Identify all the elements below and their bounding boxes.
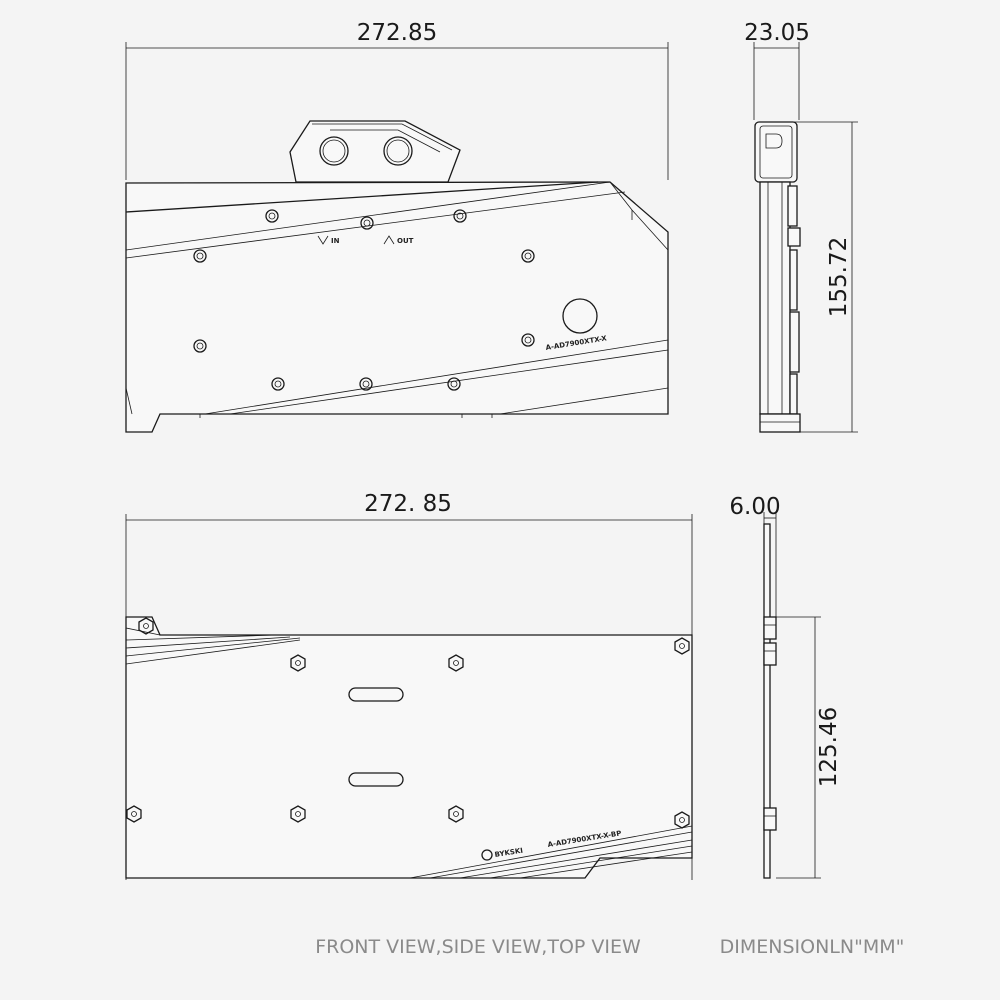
back-height-dimension: 125.46 xyxy=(776,616,842,879)
back-width-dimension: 272. 85 xyxy=(125,491,693,880)
in-arrow-icon xyxy=(317,235,329,245)
front-height-dimension: 155.72 xyxy=(790,121,858,433)
hex-nut-icon xyxy=(448,805,464,823)
screw-icon xyxy=(193,339,207,353)
hex-nut-icon xyxy=(448,654,464,672)
back-width-label: 272. 85 xyxy=(364,491,452,517)
hex-nut-icon xyxy=(126,805,142,823)
screw-icon xyxy=(271,377,285,391)
front-block-body: IN OUT A-AD7900XTX-X xyxy=(125,181,669,433)
back-depth-label: 6.00 xyxy=(729,494,780,520)
units-caption: DIMENSIONLN"MM" xyxy=(720,936,905,958)
slot-icon xyxy=(348,687,404,702)
hex-nut-icon xyxy=(138,617,154,635)
back-depth-dimension: 6.00 xyxy=(729,494,781,617)
hex-nut-icon xyxy=(290,654,306,672)
screw-icon xyxy=(453,209,467,223)
terminal-block xyxy=(289,120,461,183)
front-depth-label: 23.05 xyxy=(744,20,810,46)
screw-icon xyxy=(521,333,535,347)
screw-icon xyxy=(521,249,535,263)
front-depth-dimension: 23.05 xyxy=(744,20,810,120)
brand-logo-icon xyxy=(481,849,493,861)
screw-icon xyxy=(193,249,207,263)
front-width-label: 272.85 xyxy=(357,20,437,46)
front-view: 272.85 xyxy=(125,20,669,433)
hex-nut-icon xyxy=(674,637,690,655)
backplate-side-view: 6.00 125.46 xyxy=(729,494,842,879)
screw-icon xyxy=(447,377,461,391)
slot-icon xyxy=(348,772,404,787)
views-caption: FRONT VIEW,SIDE VIEW,TOP VIEW xyxy=(315,936,641,958)
screw-icon xyxy=(359,377,373,391)
hex-nut-icon xyxy=(674,811,690,829)
backplate-view: 272. 85 BYKSKI A-AD7900XTX-X-BP xyxy=(125,491,693,880)
screw-icon xyxy=(360,216,374,230)
front-width-dimension: 272.85 xyxy=(125,20,669,180)
front-side-view: 23.05 155.72 xyxy=(744,20,858,433)
screw-icon xyxy=(265,209,279,223)
out-arrow-icon xyxy=(383,235,395,245)
hex-nut-icon xyxy=(290,805,306,823)
port-in-label: IN xyxy=(331,237,340,245)
inlet-port-icon xyxy=(319,136,349,166)
fill-port-icon xyxy=(562,298,598,334)
outlet-port-icon xyxy=(383,136,413,166)
back-height-label: 125.46 xyxy=(816,707,842,787)
front-height-label: 155.72 xyxy=(826,237,852,317)
port-out-label: OUT xyxy=(397,237,414,245)
